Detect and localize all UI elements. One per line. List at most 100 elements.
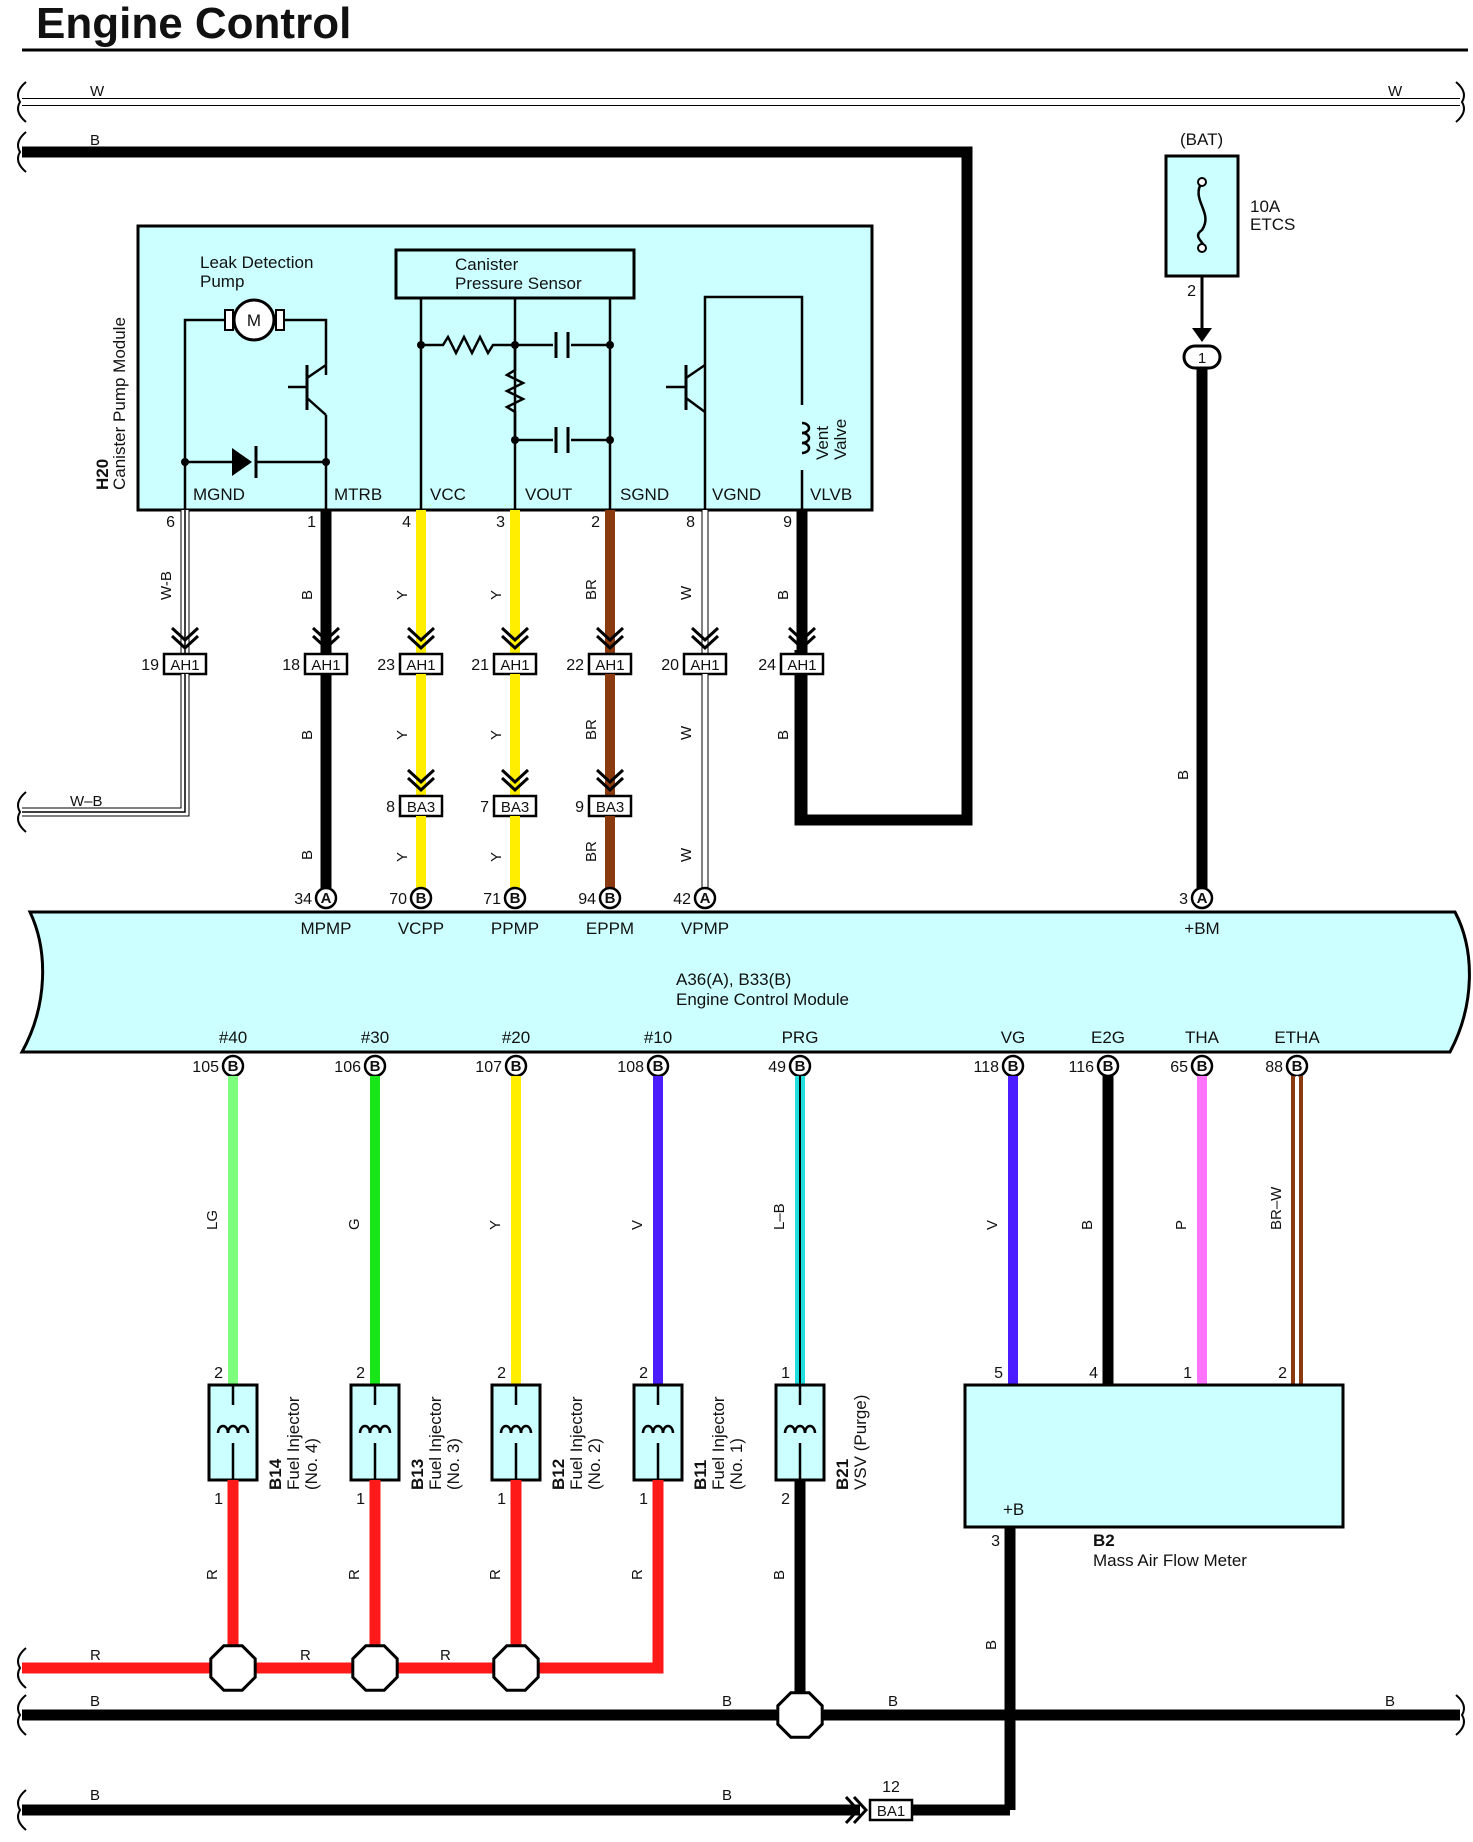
h20-mgnd-wire-2 [22, 674, 189, 816]
ecm-n10-dev-name-1: Fuel Injector [709, 1396, 728, 1490]
ba1-pin: 12 [882, 1779, 900, 1796]
h20-vcc-wire2-label: Y [394, 730, 411, 740]
ecm-prg-pin: 49 [768, 1059, 786, 1076]
vent-circuit [703, 295, 804, 510]
ecm-prg-letter: B [795, 1058, 806, 1075]
h20-vcc-ba3-pin: 8 [386, 799, 395, 816]
b-bus-1-label-3: B [888, 1693, 898, 1710]
ecm-n20-wire-label: Y [487, 1220, 504, 1230]
h20-vcc-pin: 4 [402, 514, 411, 531]
ecm-n40-name: #40 [219, 1028, 247, 1047]
ecm-n30-pin: 106 [334, 1059, 361, 1076]
ecm-n30-letter: B [370, 1058, 381, 1075]
ecm-n40-dev-name-2: (No. 4) [302, 1438, 321, 1490]
ecm-mpmp-circle [314, 886, 338, 910]
ecm-vcpp-letter: B [416, 890, 427, 907]
ecm-tha-name: THA [1185, 1028, 1220, 1047]
junction-dot [181, 458, 189, 466]
h20-mgnd-chevron-icon [170, 634, 200, 651]
h20-sgnd-chevron-icon [595, 626, 625, 643]
r-splice-2 [351, 1644, 399, 1692]
transistor-collector [685, 363, 706, 380]
ecm-n10-coil-icon [641, 1424, 675, 1434]
fuse-terminal [1197, 177, 1207, 187]
ecm-vg-pin: 118 [973, 1059, 999, 1076]
ba1-label: BA1 [877, 1803, 905, 1820]
ecm-vpmp-name: VPMP [681, 919, 729, 938]
ecm-n30-coil-icon [358, 1424, 392, 1434]
h20-pin-name-vgnd: VGND [712, 485, 761, 504]
sensor-box [394, 248, 636, 300]
h20-vcc-wire-label: Y [394, 590, 411, 600]
b-bus-2-label-2: B [722, 1787, 732, 1804]
ecm-n30-dev-code: B13 [408, 1459, 427, 1490]
coil-turn [236, 1424, 250, 1434]
ecm-n10-dev-pin: 2 [639, 1365, 648, 1382]
h20-vgnd-pin: 8 [686, 514, 695, 531]
fuse-pin: 2 [1187, 283, 1196, 300]
h20-sgnd-ba3-label: BA3 [596, 799, 624, 816]
ecm-n10-name: #10 [644, 1028, 672, 1047]
h20-vout-chevron-icon [500, 626, 530, 643]
h20-mtrb-pin: 1 [307, 514, 316, 531]
h20-sgnd-wire3-label: BR [583, 841, 600, 862]
h20-mgnd-pin: 6 [166, 514, 175, 531]
h20-vcc-chevron-icon [406, 626, 436, 643]
h20-mgnd-wire-label: W-B [158, 571, 175, 600]
ecm-n10-dev-code: B11 [691, 1460, 710, 1490]
h20-pin-name-mtrb: MTRB [334, 485, 382, 504]
h20-vout-ah1-pin: 21 [471, 657, 489, 674]
motor-to-transistor [284, 318, 328, 375]
ba1-chevron-icon [844, 1795, 861, 1825]
ecm-n20-name: #20 [502, 1028, 530, 1047]
ecm-bm-circle [1190, 886, 1214, 910]
b-bus-1-label-4: B [1385, 1693, 1395, 1710]
ecm-ppmp-circle [503, 886, 527, 910]
r-bus-label-2: R [300, 1647, 311, 1664]
ecm-n10-out-wire-label: R [629, 1569, 646, 1580]
sensor-label-1: Canister [455, 255, 519, 274]
b-bus-1-label-1: B [90, 1693, 100, 1710]
h20-vcc-chevron-icon [406, 634, 436, 651]
coil-turn [661, 1424, 675, 1434]
ecm-e2g-letter: B [1103, 1058, 1114, 1075]
h20-pin-name-vcc: VCC [430, 485, 466, 504]
h20-sgnd-ah1-label: AH1 [595, 657, 624, 674]
ecm-n10-wire-label: V [629, 1220, 646, 1230]
r-splice-1 [209, 1644, 257, 1692]
b-bus-2-label-1: B [90, 1787, 100, 1804]
ecm-eppm-letter: B [605, 890, 616, 907]
h20-vlvb-chevron-icon [787, 626, 817, 643]
r-splice-3 [492, 1644, 540, 1692]
b-bus-1-label-2: B [722, 1693, 732, 1710]
transistor-collector [306, 363, 327, 380]
ecm-n20-dev-pin: 2 [497, 1365, 506, 1382]
h20-mtrb-wire-label: B [299, 590, 316, 600]
ecm-vpmp-circle [693, 886, 717, 910]
coil-turn [378, 1424, 392, 1434]
transistor-emitter [306, 397, 327, 416]
ecm-n30-out-wire-label: R [346, 1569, 363, 1580]
h20-mgnd-chevron-icon [170, 626, 200, 643]
h20-name: Canister Pump Module [110, 317, 129, 490]
maf-box [963, 1383, 1345, 1529]
maf-plus-b: +B [1003, 1500, 1024, 1519]
ecm-tha-wire-label: P [1173, 1220, 1190, 1230]
h20-mtrb-wire2-label: B [299, 730, 316, 740]
ecm-vcpp-circle [409, 886, 433, 910]
h20-sgnd-chevron-icon [595, 634, 625, 651]
ecm-vpmp-pin: 42 [673, 891, 691, 908]
h20-vcc-ba3-chevron-icon [406, 776, 436, 793]
ecm-n20-dev-name-1: Fuel Injector [567, 1396, 586, 1490]
fuse-source-label: (BAT) [1180, 130, 1223, 149]
ecm-n20-dev-name-2: (No. 2) [585, 1438, 604, 1490]
ecm-n30-name: #30 [361, 1028, 389, 1047]
maf-name: Mass Air Flow Meter [1093, 1551, 1247, 1570]
ecm-tha-letter: B [1197, 1058, 1208, 1075]
ecm-tha-pin: 65 [1170, 1059, 1188, 1076]
h20-sgnd-ba3-chevron-icon [595, 776, 625, 793]
junction-dot [417, 341, 425, 349]
h20-vlvb-ah1-label: AH1 [787, 657, 816, 674]
ecm-code: A36(A), B33(B) [676, 970, 791, 989]
